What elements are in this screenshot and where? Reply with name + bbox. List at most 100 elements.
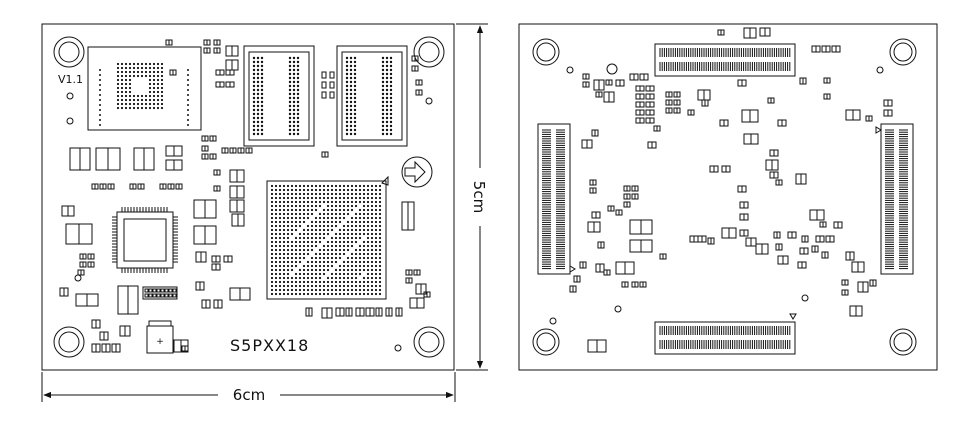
ball — [350, 232, 354, 236]
ball — [252, 128, 256, 132]
ball — [362, 188, 366, 192]
ball — [298, 188, 302, 192]
ball — [374, 276, 378, 280]
ball — [350, 216, 354, 220]
ball — [381, 88, 385, 92]
ball — [374, 184, 378, 188]
ball — [294, 272, 298, 276]
ball — [338, 220, 342, 224]
ball — [298, 252, 302, 256]
ball — [274, 280, 278, 284]
ball — [378, 252, 382, 256]
ball — [128, 106, 132, 110]
ball — [378, 208, 382, 212]
ball — [294, 284, 298, 288]
ball — [346, 280, 350, 284]
ball — [260, 96, 264, 100]
ball — [318, 204, 322, 208]
ball — [366, 272, 370, 276]
ball — [187, 104, 189, 106]
ball — [338, 192, 342, 196]
ball — [282, 288, 286, 292]
ball — [342, 244, 346, 248]
ball — [349, 116, 353, 120]
ball — [128, 70, 132, 74]
ball — [270, 188, 274, 192]
ball — [385, 56, 389, 60]
ball — [278, 200, 282, 204]
ball — [314, 268, 318, 272]
ball — [132, 74, 136, 78]
ball — [374, 208, 378, 212]
ball — [338, 244, 342, 248]
ball — [298, 240, 302, 244]
ball — [349, 128, 353, 132]
ball — [278, 268, 282, 272]
ball — [290, 204, 294, 208]
ball — [310, 240, 314, 244]
ball — [345, 76, 349, 80]
ball — [288, 72, 292, 76]
ball — [140, 102, 144, 106]
ball — [296, 124, 300, 128]
ball — [187, 109, 189, 111]
ball — [318, 232, 322, 236]
front-board: + V1.1 S5PXX18 — [41, 23, 455, 371]
ball — [362, 284, 366, 288]
ball — [338, 248, 342, 252]
ball — [260, 76, 264, 80]
ball — [124, 94, 128, 98]
ball — [260, 104, 264, 108]
ball — [187, 94, 189, 96]
ball — [274, 248, 278, 252]
ball — [342, 264, 346, 268]
ball — [187, 99, 189, 101]
ball — [334, 260, 338, 264]
ball — [294, 200, 298, 204]
ball — [374, 228, 378, 232]
ball — [298, 232, 302, 236]
ball — [306, 252, 310, 256]
ball — [354, 228, 358, 232]
ball — [314, 252, 318, 256]
ball — [385, 76, 389, 80]
ball — [128, 94, 132, 98]
ball — [349, 120, 353, 124]
ball — [381, 80, 385, 84]
back-fiducial — [614, 305, 622, 313]
ball — [148, 62, 152, 66]
ball — [306, 196, 310, 200]
ball — [306, 216, 310, 220]
ball — [99, 69, 101, 71]
ball — [314, 220, 318, 224]
ball — [342, 284, 346, 288]
ball — [278, 240, 282, 244]
ball — [345, 120, 349, 124]
ball — [270, 220, 274, 224]
ball — [260, 124, 264, 128]
ball — [116, 66, 120, 70]
ball — [286, 224, 290, 228]
ball — [354, 264, 358, 268]
ball — [278, 188, 282, 192]
ball — [326, 276, 330, 280]
ball — [381, 92, 385, 96]
ball — [362, 220, 366, 224]
ball — [366, 240, 370, 244]
ball — [99, 119, 101, 121]
ball — [385, 104, 389, 108]
ball — [144, 66, 148, 70]
ball — [256, 72, 260, 76]
ball — [298, 248, 302, 252]
ball — [282, 220, 286, 224]
front-fiducial — [394, 344, 402, 352]
ball — [370, 196, 374, 200]
ball — [302, 208, 306, 212]
ball — [306, 264, 310, 268]
ball — [278, 224, 282, 228]
ball — [278, 184, 282, 188]
ball — [334, 204, 338, 208]
ball — [294, 252, 298, 256]
ball — [290, 224, 294, 228]
ball — [282, 260, 286, 264]
